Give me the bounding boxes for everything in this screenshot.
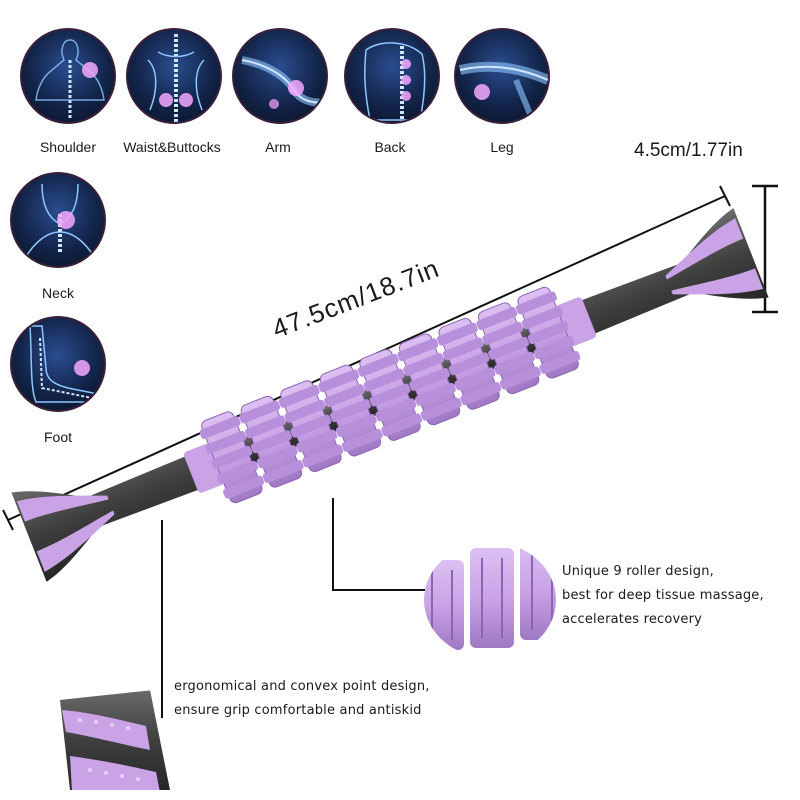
handle-zoom-inset <box>60 690 170 790</box>
roller-callout-leader <box>332 498 430 591</box>
foot-anatomy-icon <box>10 316 106 412</box>
body-part-label-arm: Arm <box>265 139 291 155</box>
roller-5 <box>357 349 423 441</box>
diameter-label: 4.5cm/1.77in <box>634 140 743 161</box>
roller-feature-text: Unique 9 roller design, best for deep ti… <box>562 560 764 632</box>
body-part-label-shoulder: Shoulder <box>39 139 97 155</box>
roller-6 <box>397 333 462 426</box>
body-part-label-leg: Leg <box>490 139 514 155</box>
roller-feature-line-1: Unique 9 roller design, <box>562 564 714 579</box>
roller-9 <box>515 286 581 379</box>
roller-8 <box>476 302 541 395</box>
roller-stick <box>11 208 769 582</box>
neck-anatomy-icon <box>10 172 106 268</box>
roller-feature-line-2: best for deep tissue massage, <box>562 588 764 603</box>
rollers-group <box>199 286 581 504</box>
roller-3 <box>278 380 344 473</box>
right-handle <box>556 208 769 347</box>
body-part-label-foot: Foot <box>43 429 72 445</box>
back-anatomy-icon <box>344 28 440 124</box>
body-part-label-back: Back <box>374 139 406 155</box>
left-handle <box>11 443 224 582</box>
waist-buttocks-anatomy-icon <box>126 28 222 124</box>
handle-feature-line-2: ensure grip comfortable and antiskid <box>174 703 422 718</box>
body-part-label-waist-buttocks: Waist&Buttocks <box>123 139 221 155</box>
body-part-label-neck: Neck <box>42 285 74 301</box>
roller-7 <box>436 317 502 410</box>
roller-1 <box>199 411 265 504</box>
roller-feature-line-3: accelerates recovery <box>562 612 703 627</box>
shoulder-anatomy-icon <box>20 28 116 124</box>
roller-4 <box>318 364 383 457</box>
roller-2 <box>239 395 304 488</box>
handle-feature-line-1: ergonomical and convex point design, <box>174 679 430 694</box>
arm-anatomy-icon <box>232 28 328 124</box>
handle-feature-text: ergonomical and convex point design, ens… <box>174 675 430 723</box>
roller-zoom-inset <box>424 542 556 658</box>
leg-anatomy-icon <box>454 28 550 124</box>
